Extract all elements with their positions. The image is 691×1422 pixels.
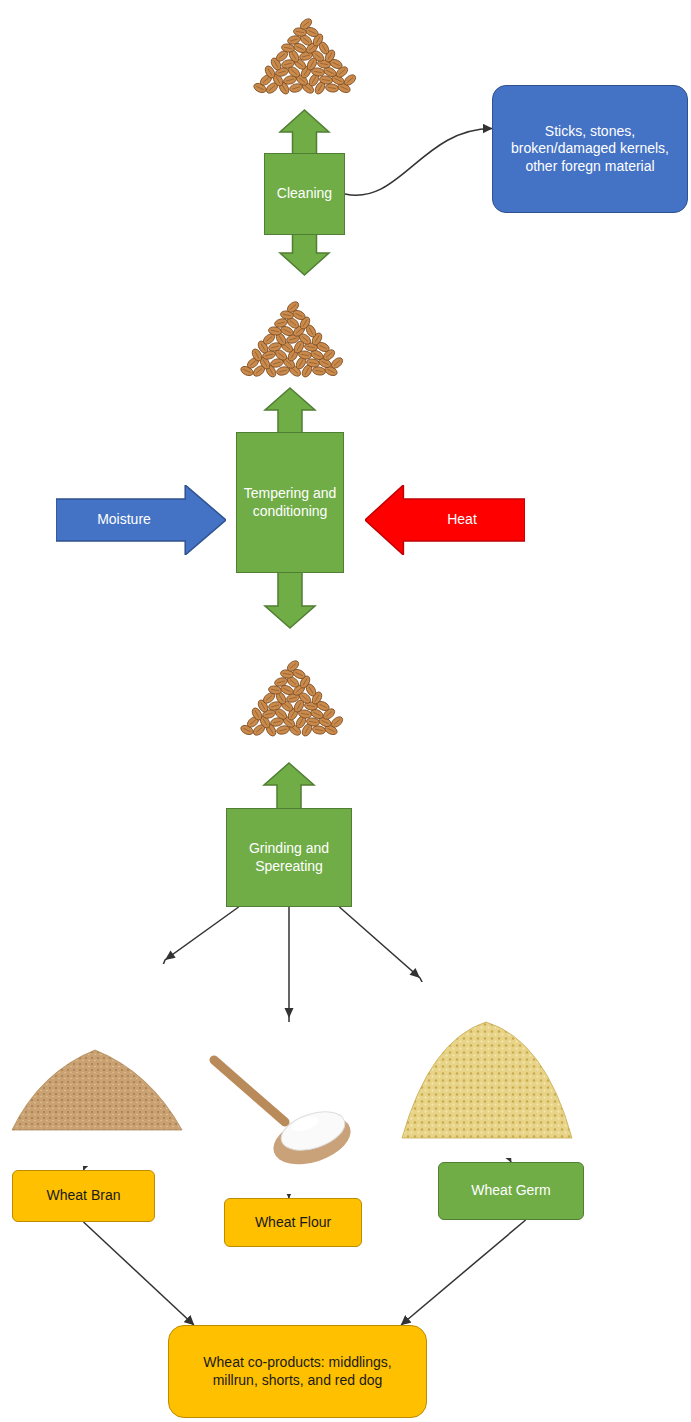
flow-connector <box>401 1220 525 1325</box>
bran-pile <box>12 1050 182 1130</box>
node-label: Wheat Flour <box>255 1214 331 1232</box>
node-label: Tempering and conditioning <box>243 485 337 520</box>
tempering-arrow-down <box>265 572 315 628</box>
arrow-head <box>410 968 421 978</box>
cleaning-arrow-up <box>280 110 329 154</box>
node-label: Heat <box>447 511 477 529</box>
flour-highlight <box>290 1114 320 1134</box>
arrow-shape <box>365 485 525 555</box>
cleaning-arrow-down <box>280 234 329 275</box>
output-box: Sticks, stones, broken/damaged kernels, … <box>492 85 688 213</box>
arrow-head <box>285 1008 294 1018</box>
picture-ground <box>392 982 600 1158</box>
node-label: Wheat co-products: middlings, millrun, s… <box>183 1354 412 1389</box>
node-label: Grinding and Spereating <box>233 840 345 875</box>
grain-pile <box>239 659 344 738</box>
picture-ground <box>215 1022 375 1194</box>
process-box: Grinding and Spereating <box>226 808 352 907</box>
node-label: Wheat Germ <box>471 1182 550 1200</box>
arrow-head <box>165 951 176 961</box>
flow-connector <box>345 129 492 196</box>
process-box: Tempering and conditioning <box>236 432 344 573</box>
node-label: Moisture <box>97 511 151 529</box>
input-arrow: Moisture <box>56 485 226 555</box>
flow-connector <box>84 1222 194 1325</box>
grinding-arrow-up <box>264 763 314 809</box>
product-box: Wheat Germ <box>438 1162 584 1220</box>
grain-pile <box>252 17 357 96</box>
arrow-shape <box>56 485 226 555</box>
arrow-outline <box>365 485 525 555</box>
tempering-arrow-up <box>265 388 315 433</box>
input-arrow: Heat <box>365 485 525 555</box>
product-box: Wheat Flour <box>224 1198 362 1247</box>
grain-pile <box>239 300 344 379</box>
node-label: Sticks, stones, broken/damaged kernels, … <box>511 123 669 176</box>
picture-ground <box>0 964 210 1166</box>
process-box: Cleaning <box>264 153 345 235</box>
node-label: Cleaning <box>277 185 332 203</box>
flour-mound <box>276 1105 349 1158</box>
co-product-box: Wheat co-products: middlings, millrun, s… <box>168 1325 427 1418</box>
germ-pile <box>402 1022 572 1138</box>
node-label: Wheat Bran <box>47 1187 121 1205</box>
spoon-handle <box>214 1060 285 1122</box>
product-box: Wheat Bran <box>12 1170 155 1222</box>
